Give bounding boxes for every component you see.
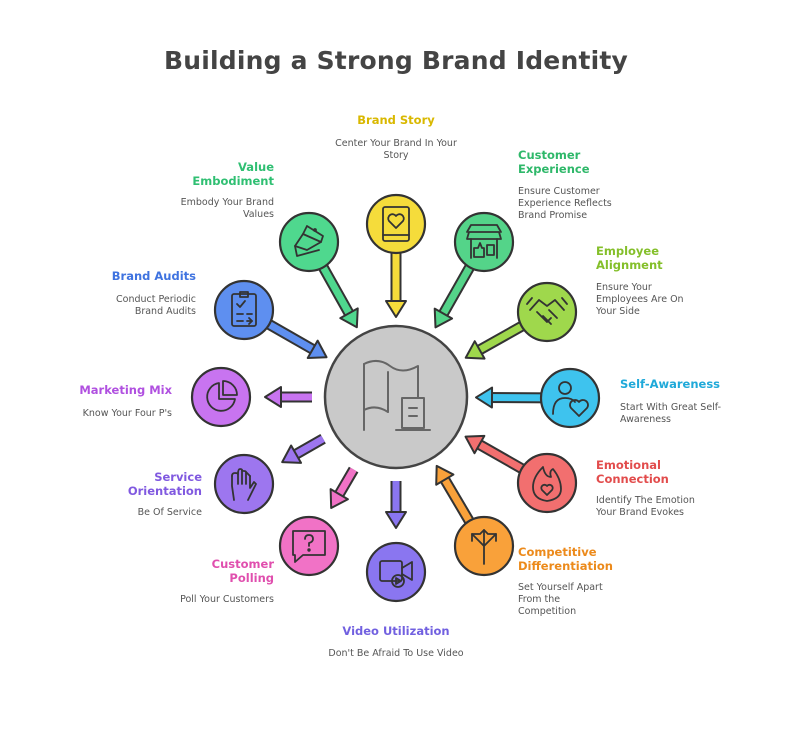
desc-value-embodiment: Embody Your Brand Values xyxy=(180,197,274,220)
arrow-customer-polling xyxy=(329,466,359,510)
video-camera-icon xyxy=(379,560,413,588)
pie-chart-icon xyxy=(206,380,238,412)
arrow-emotional-connection xyxy=(464,434,533,478)
desc-competitive-differentiation: Set Yourself Apart From the Competition xyxy=(518,582,603,617)
question-bubble-icon xyxy=(292,530,326,563)
node-competitive-differentiation xyxy=(453,515,515,577)
label-customer-polling: Customer Polling xyxy=(211,557,274,585)
diagram-title: Building a Strong Brand Identity xyxy=(163,46,629,75)
hand-icon xyxy=(231,468,257,501)
label-self-awareness: Self-Awareness xyxy=(620,377,721,391)
label-employee-alignment: Employee Alignment xyxy=(596,244,663,272)
arrow-value-embodiment xyxy=(313,256,359,329)
node-brand-story xyxy=(365,193,427,255)
arrow-self-awareness xyxy=(474,386,551,409)
arrow-video-utilization xyxy=(385,481,407,529)
label-brand-story: Brand Story xyxy=(357,113,435,127)
nodes-layer xyxy=(190,193,601,603)
arrow-marketing-mix xyxy=(264,386,312,408)
label-emotional-connection: Emotional Connection xyxy=(596,458,669,486)
arrow-service-orientation xyxy=(281,433,326,464)
label-brand-audits: Brand Audits xyxy=(111,269,196,283)
megaphone-icon xyxy=(294,225,324,257)
desc-emotional-connection: Identify The Emotion Your Brand Evokes xyxy=(596,495,695,518)
center-hub xyxy=(323,324,469,470)
node-marketing-mix xyxy=(190,366,252,428)
label-service-orientation: Service Orientation xyxy=(127,470,202,498)
desc-employee-alignment: Ensure Your Employees Are On Your Side xyxy=(596,282,684,317)
desc-brand-story: Center Your Brand In Your Story xyxy=(335,138,457,161)
node-self-awareness xyxy=(539,367,601,429)
label-customer-experience: Customer Experience xyxy=(518,148,590,176)
node-service-orientation xyxy=(213,453,275,515)
handshake-icon xyxy=(526,297,568,325)
desc-customer-experience: Ensure Customer Experience Reflects Bran… xyxy=(518,186,612,221)
arrow-employee-alignment xyxy=(464,317,533,360)
store-thumb-icon xyxy=(466,224,502,259)
desc-customer-polling: Poll Your Customers xyxy=(180,594,274,605)
node-customer-polling xyxy=(278,515,340,577)
center-circle xyxy=(323,324,469,470)
label-video-utilization: Video Utilization xyxy=(342,624,450,638)
node-video-utilization xyxy=(365,541,427,603)
label-value-embodiment: Value Embodiment xyxy=(192,160,274,188)
desc-brand-audits: Conduct Periodic Brand Audits xyxy=(116,294,196,317)
desc-self-awareness: Start With Great Self-Awareness xyxy=(620,402,722,425)
arrows-layer xyxy=(258,244,551,532)
node-emotional-connection xyxy=(516,452,578,514)
arrow-customer-experience xyxy=(433,256,479,329)
clipboard-check-icon xyxy=(231,291,257,327)
person-heart-icon xyxy=(552,381,589,417)
node-customer-experience xyxy=(453,211,515,273)
label-competitive-differentiation: Competitive Differentiation xyxy=(518,545,613,573)
arrow-brand-audits xyxy=(258,315,328,359)
desc-marketing-mix: Know Your Four P's xyxy=(82,408,172,419)
node-value-embodiment xyxy=(278,211,340,273)
arrow-competitive-differentiation xyxy=(435,464,479,532)
node-brand-audits xyxy=(213,279,275,341)
desc-video-utilization: Don't Be Afraid To Use Video xyxy=(328,648,464,659)
desc-service-orientation: Be Of Service xyxy=(137,507,202,518)
label-marketing-mix: Marketing Mix xyxy=(79,383,172,397)
split-arrows-icon xyxy=(471,529,497,565)
node-employee-alignment xyxy=(516,281,578,343)
book-heart-icon xyxy=(382,206,410,242)
flag-building-icon xyxy=(363,360,431,431)
arrow-brand-story xyxy=(385,244,407,318)
flame-heart-icon xyxy=(532,466,562,502)
